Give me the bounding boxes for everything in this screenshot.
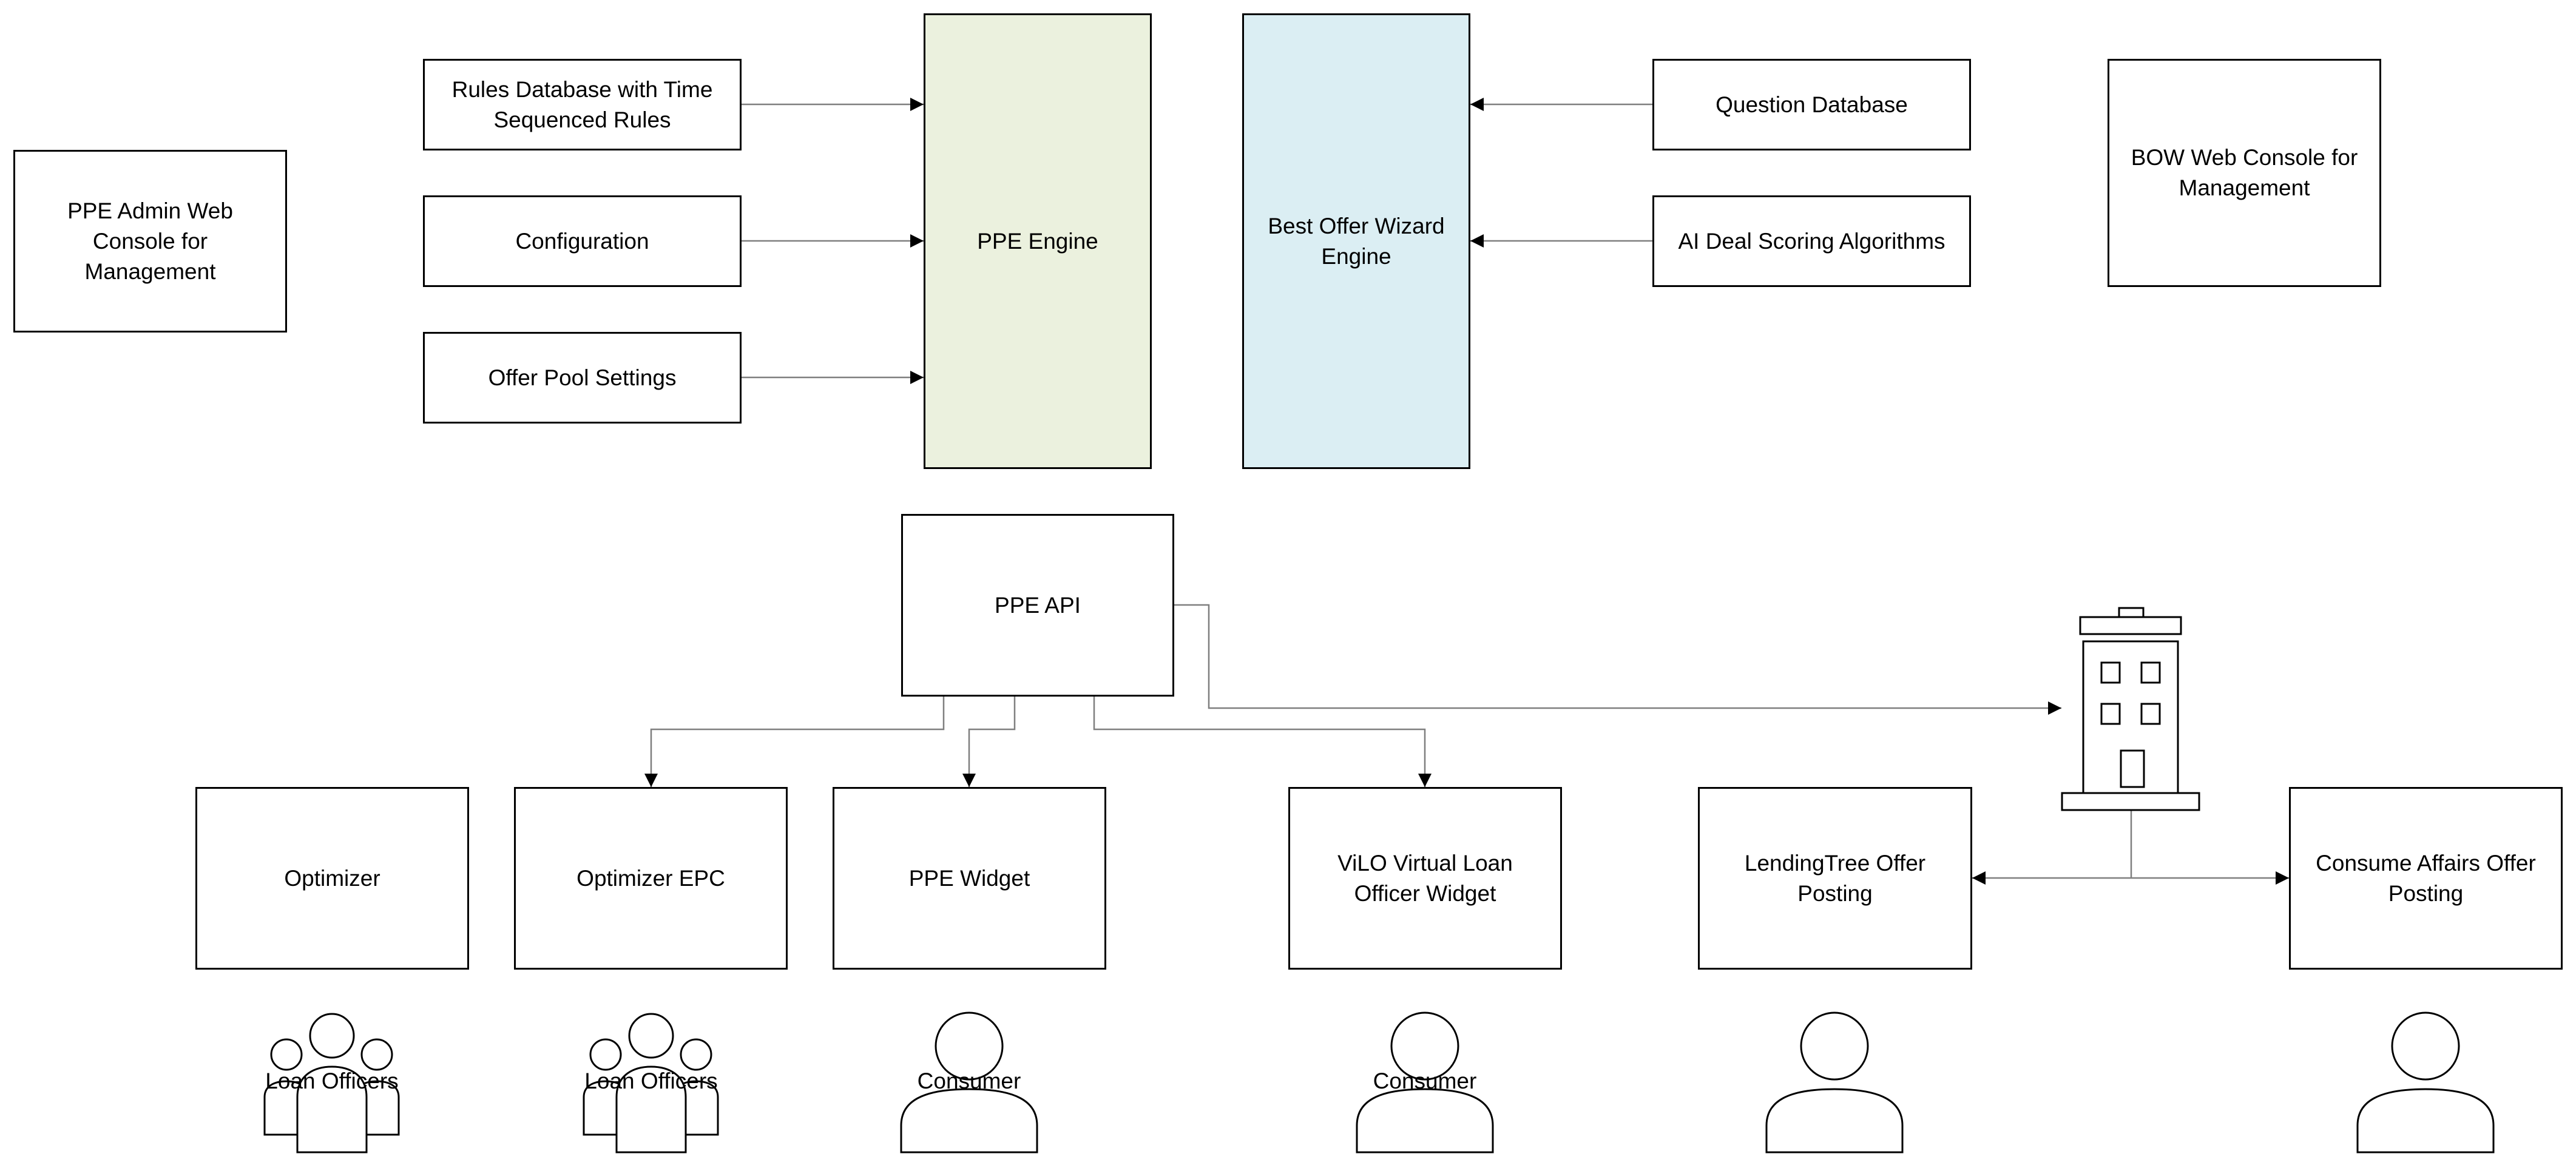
connector-api-to-building	[1174, 604, 2061, 715]
consumer-icon-2	[1356, 1011, 1494, 1153]
consumer-label-1: Consumer	[917, 1069, 1021, 1093]
person-icon-lendingtree	[1765, 1011, 1904, 1153]
loan-officers-icon-2	[583, 1013, 719, 1153]
person-icon-consumer-affairs	[2356, 1011, 2495, 1153]
connector-api-to-optimizer-epc	[644, 697, 945, 787]
consumer-label-2: Consumer	[1373, 1069, 1477, 1093]
rules-database: Rules Database with Time Sequenced Rules	[423, 59, 742, 150]
ai-deal-scoring-algorithms: AI Deal Scoring Algorithms	[1652, 195, 1971, 287]
vilo-virtual-loan-officer-widget: ViLO Virtual Loan Officer Widget	[1288, 787, 1562, 970]
ppe-engine: PPE Engine	[924, 13, 1152, 469]
lendingtree-offer-posting: LendingTree Offer Posting	[1698, 787, 1972, 970]
ppe-widget: PPE Widget	[833, 787, 1106, 970]
consume-affairs-offer-posting: Consume Affairs Offer Posting	[2289, 787, 2563, 970]
offer-pool-settings: Offer Pool Settings	[423, 332, 742, 424]
connector-api-to-vilo	[1093, 697, 1432, 787]
optimizer-epc: Optimizer EPC	[514, 787, 788, 970]
connector-api-to-ppe-widget	[962, 697, 1016, 787]
configuration: Configuration	[423, 195, 742, 287]
ppe-admin-web-console: PPE Admin Web Console for Management	[13, 150, 287, 333]
best-offer-wizard-engine: Best Offer Wizard Engine	[1242, 13, 1470, 469]
consumer-icon-1	[900, 1011, 1038, 1153]
loan-officers-label-1: Loan Officers	[265, 1069, 399, 1093]
bow-web-console: BOW Web Console for Management	[2108, 59, 2381, 287]
question-database: Question Database	[1652, 59, 1971, 150]
optimizer: Optimizer	[195, 787, 469, 970]
loan-officers-icon-1	[263, 1013, 400, 1153]
building-icon	[2061, 607, 2200, 811]
ppe-api: PPE API	[901, 514, 1174, 697]
loan-officers-label-2: Loan Officers	[584, 1069, 718, 1093]
